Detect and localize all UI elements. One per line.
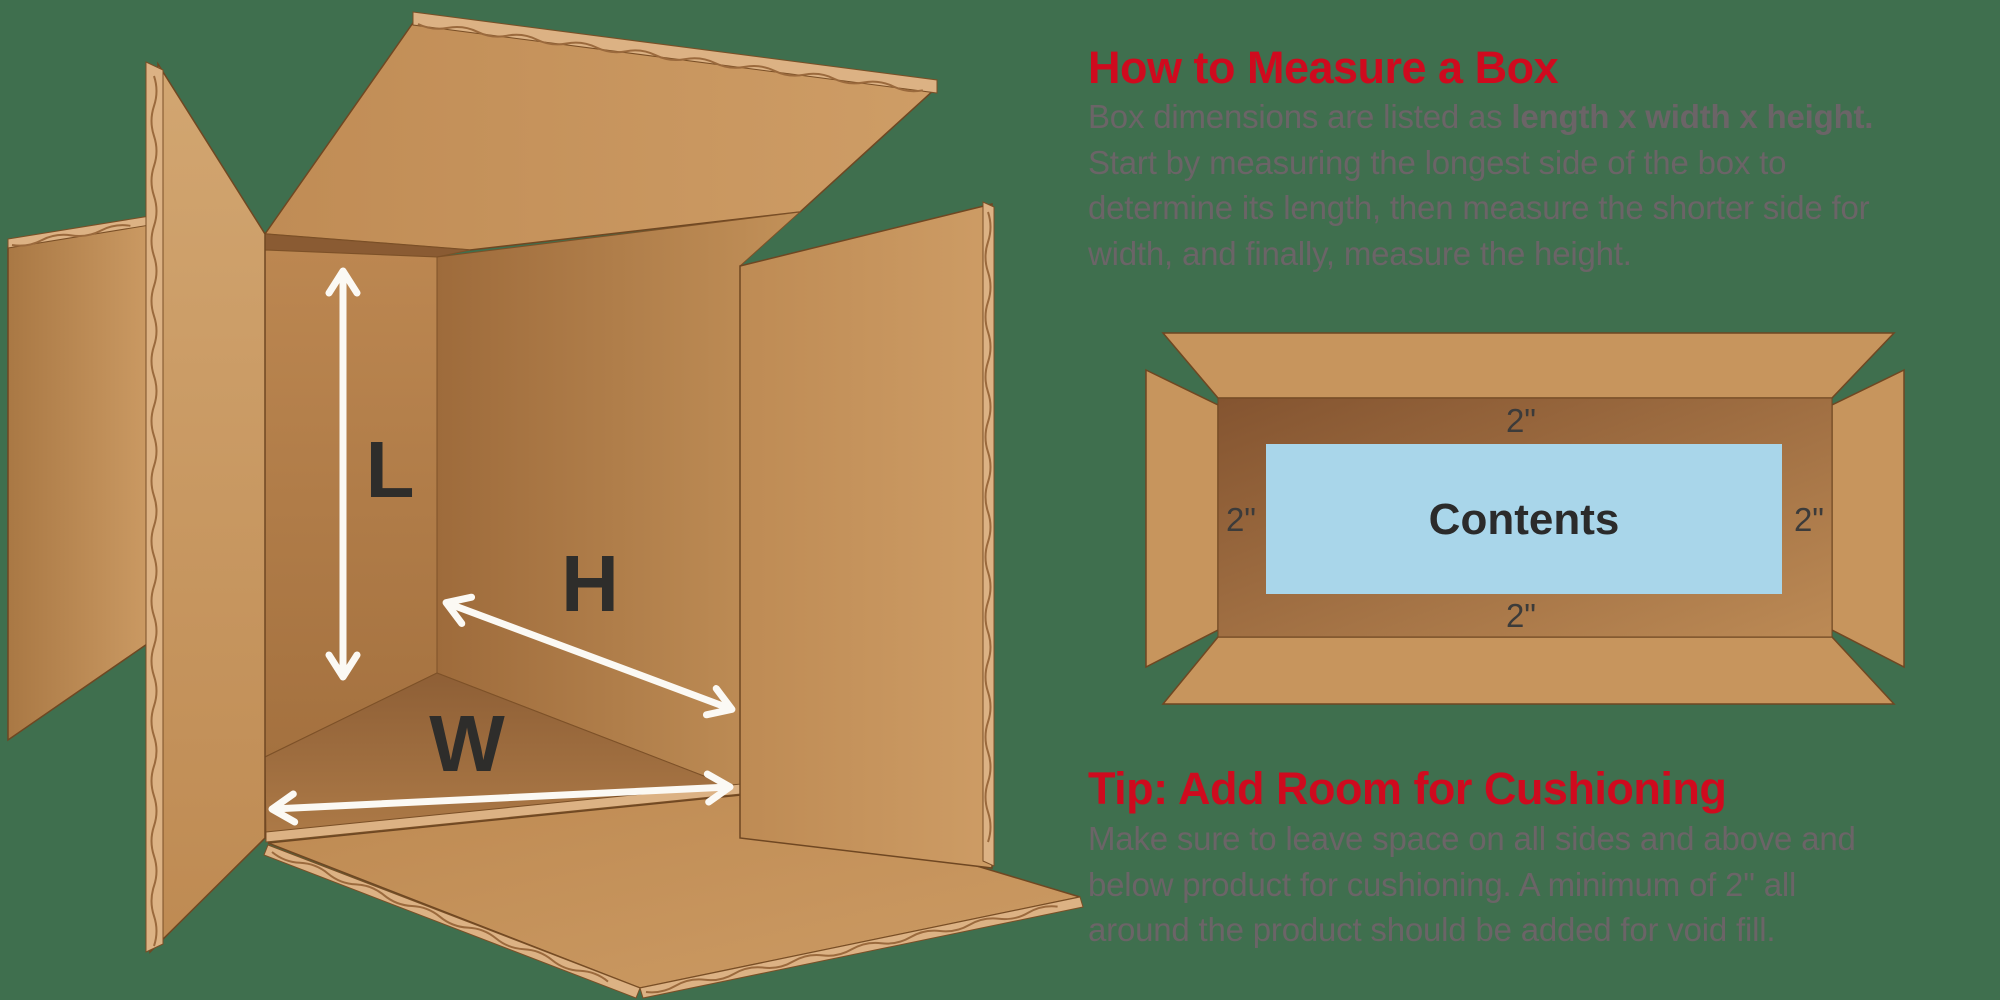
- box-left-side-flap: [7, 223, 151, 742]
- measure-body: Box dimensions are listed as length x wi…: [1088, 94, 1873, 276]
- box-back-flap: [263, 19, 938, 251]
- corrugated-edge: [263, 844, 641, 999]
- corrugation-wave: [984, 211, 992, 843]
- corrugation-wave: [417, 23, 924, 93]
- contents-label: Contents: [1429, 495, 1620, 544]
- contents-area: [1266, 444, 1782, 594]
- corrugation-wave: [11, 224, 131, 247]
- topdown-bottom-flap: [1161, 636, 1896, 705]
- corrugated-edge: [412, 11, 938, 94]
- corrugation-wave: [645, 905, 1058, 994]
- topdown-right-flap: [1831, 368, 1905, 669]
- clearance-right-label: 2": [1794, 501, 1824, 538]
- width-label: W: [429, 699, 505, 788]
- topdown-left-flap: [1145, 368, 1219, 669]
- clearance-top-label: 2": [1506, 402, 1536, 439]
- corrugated-edge: [145, 61, 164, 953]
- length-label: L: [366, 425, 415, 514]
- measure-line-3: determine its length, then measure the s…: [1088, 189, 1870, 226]
- corrugation-wave: [271, 851, 609, 983]
- measure-line-1: Box dimensions are listed as length x wi…: [1088, 94, 1873, 140]
- height-arrow: [442, 593, 736, 719]
- cushion-heading: Tip: Add Room for Cushioning: [1088, 763, 1727, 814]
- measure-line-4: width, and finally, measure the height.: [1088, 234, 1632, 272]
- box-front-left-panel: [149, 61, 266, 954]
- clearance-bottom-label: 2": [1506, 597, 1536, 634]
- height-label: H: [561, 539, 619, 628]
- box-right-panel: [739, 203, 993, 869]
- measure-line-1-bold: length x width x height.: [1511, 98, 1874, 135]
- corrugation-wave: [150, 75, 158, 947]
- topdown-box-diagram: Contents 2" 2" 2" 2": [1145, 332, 1905, 705]
- clearance-left-label: 2": [1226, 501, 1256, 538]
- measure-line-1-text: Box dimensions are listed as: [1088, 98, 1512, 135]
- measure-line-2: Start by measuring the longest side of t…: [1088, 143, 1787, 181]
- width-arrow: [268, 770, 734, 826]
- cushion-line-3: around the product should be added for v…: [1088, 911, 1776, 948]
- cushion-body: Make sure to leave space on all sides an…: [1088, 816, 1856, 953]
- cushion-line-2: below product for cushioning. A minimum …: [1088, 865, 1797, 903]
- measure-heading: How to Measure a Box: [1088, 42, 1559, 93]
- open-box-illustration: L H W: [7, 11, 1084, 999]
- cushion-line-1: Make sure to leave space on all sides an…: [1088, 820, 1856, 857]
- topdown-top-flap: [1161, 332, 1896, 399]
